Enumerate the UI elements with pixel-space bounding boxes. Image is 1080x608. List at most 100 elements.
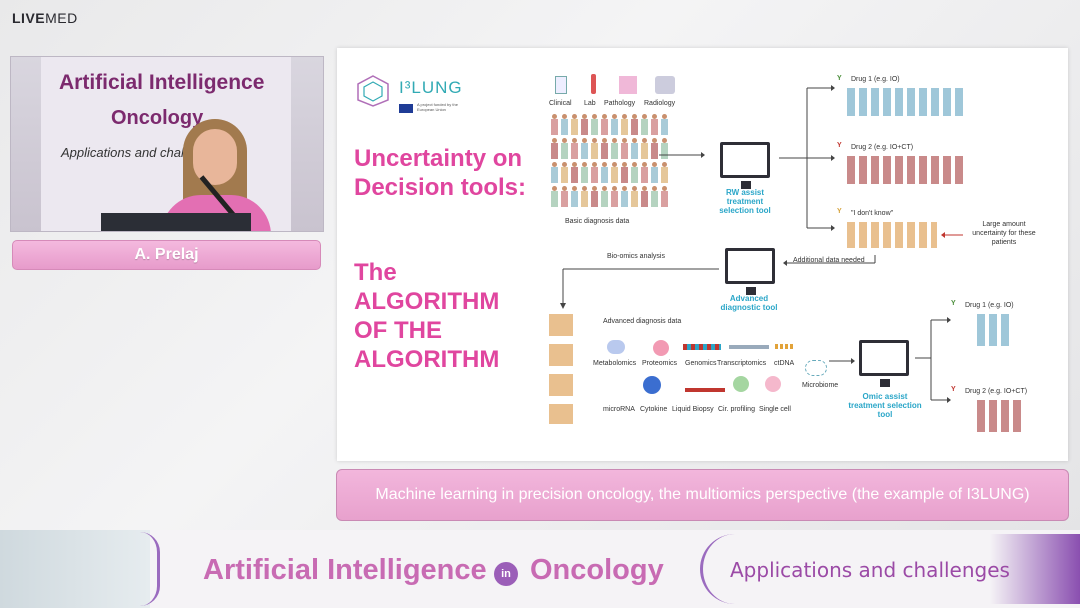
- advanced-data-label: Advanced diagnosis data: [603, 318, 682, 325]
- patient-head: [572, 138, 577, 143]
- omics-single-cell: Single cell: [759, 406, 791, 413]
- arrow-uncertainty: [941, 232, 963, 238]
- source-lab: Lab: [584, 100, 596, 107]
- patient-figure: [621, 143, 628, 159]
- omic-drug2-label: Drug 2 (e.g. IO+CT): [965, 388, 1028, 395]
- omic-tool-monitor-icon: [859, 340, 909, 387]
- patient-head: [552, 186, 557, 191]
- patient-head: [662, 114, 667, 119]
- patient-head: [622, 186, 627, 191]
- caption-text: Machine learning in precision oncology, …: [375, 486, 1030, 503]
- patient-head: [582, 162, 587, 167]
- omics-ctdna: ctDNA: [774, 360, 795, 367]
- patient-head: [592, 114, 597, 119]
- omics-genomics: Genomics: [685, 360, 717, 367]
- livemed-logo: LIVEMED: [12, 10, 78, 26]
- patient-figure: [661, 119, 668, 135]
- uncertainty-note: Large amount uncertainty for these patie…: [972, 221, 1036, 246]
- footer-banner: Artificial Intelligence in Oncology Appl…: [0, 530, 1080, 608]
- patient-head: [562, 186, 567, 191]
- speaker-video: Artificial Intelligence Oncology Applica…: [10, 56, 324, 232]
- patient-figure: [591, 191, 598, 207]
- footer-in-badge: in: [494, 562, 518, 586]
- pathology-icon: [619, 76, 637, 94]
- rw-tool-monitor-icon: [720, 142, 770, 189]
- dont-know-label: "I don't know": [851, 210, 894, 217]
- arrow-to-omic-tool: [829, 358, 855, 364]
- caption-bar: Machine learning in precision oncology, …: [336, 469, 1069, 521]
- patient-figure: [621, 191, 628, 207]
- patient-figure: [571, 191, 578, 207]
- banner-line2: Oncology: [111, 107, 204, 129]
- patient-figure: [571, 167, 578, 183]
- podium: [101, 213, 251, 231]
- presentation-slide: I³LUNG A project funded by the European …: [337, 48, 1068, 461]
- patient-figure: [641, 191, 648, 207]
- patients-advanced: [549, 314, 573, 424]
- patients-drug2: [847, 156, 967, 184]
- arrow-to-rw-tool: [659, 152, 705, 158]
- drug2-label: Drug 2 (e.g. IO+CT): [851, 144, 914, 151]
- slide-title-b: The ALGORITHM OF THE ALGORITHM: [354, 259, 500, 373]
- patient-head: [612, 162, 617, 167]
- clipboard-icon: [555, 76, 567, 94]
- patient-head: [572, 162, 577, 167]
- patient-figure: [551, 143, 558, 159]
- source-pathology: Pathology: [604, 100, 636, 107]
- patient-figure: [561, 119, 568, 135]
- patient-figure: [641, 119, 648, 135]
- patient-figure: [661, 191, 668, 207]
- patient-figure: [651, 119, 658, 135]
- patient-head: [632, 162, 637, 167]
- slide-title-a: Uncertainty on Decision tools:: [354, 145, 527, 201]
- speaker-name-bar: A. Prelaj: [12, 240, 321, 270]
- patient-head: [642, 138, 647, 143]
- patient-head: [612, 138, 617, 143]
- patient-head: [592, 186, 597, 191]
- patient-head: [562, 162, 567, 167]
- patient-figure: [571, 119, 578, 135]
- patient-head: [662, 162, 667, 167]
- feedback-arrows: [560, 255, 876, 309]
- patient-figure: [561, 167, 568, 183]
- patient-head: [632, 138, 637, 143]
- patient-figure: [611, 143, 618, 159]
- patient-head: [652, 162, 657, 167]
- banner-line1: Artificial Intelligence: [59, 71, 265, 94]
- patient-figure: [611, 191, 618, 207]
- branch-arrows-top: [779, 85, 835, 231]
- rw-tool-label: RW assist treatment selection tool: [719, 188, 771, 215]
- patient-figure: [651, 191, 658, 207]
- patient-figure: [631, 143, 638, 159]
- patient-head: [612, 186, 617, 191]
- i3lung-cube-icon: [357, 75, 389, 107]
- circulating-profile-icon: [733, 376, 749, 392]
- patient-head: [642, 186, 647, 191]
- patient-figure: [601, 119, 608, 135]
- patient-figure: [661, 167, 668, 183]
- microbiome-icon: [805, 360, 827, 376]
- footer-title-a: Artificial Intelligence: [203, 554, 487, 586]
- eu-funding-text: A project funded by the European Union: [417, 102, 458, 112]
- patient-head: [602, 162, 607, 167]
- omics-cir-profiling: Cir. profiling: [718, 406, 755, 413]
- patient-head: [592, 162, 597, 167]
- antibody-icon-4: Y: [951, 300, 956, 307]
- patient-figure: [601, 191, 608, 207]
- omics-liquid-biopsy: Liquid Biopsy: [672, 406, 714, 413]
- patient-figure: [611, 167, 618, 183]
- patient-head: [632, 114, 637, 119]
- patient-head: [602, 114, 607, 119]
- patient-figure: [591, 167, 598, 183]
- single-cell-icon: [765, 376, 781, 392]
- patient-figure: [591, 119, 598, 135]
- additional-data-label: Additional data needed: [793, 257, 865, 264]
- footer-subtitle: Applications and challenges: [730, 558, 1010, 582]
- dna-icon: [683, 344, 721, 350]
- omics-metabolomics: Metabolomics: [593, 360, 637, 367]
- patient-head: [602, 138, 607, 143]
- proteomics-icon: [653, 340, 669, 356]
- patient-head: [552, 162, 557, 167]
- metabolomics-icon: [607, 340, 625, 354]
- omics-microrna: microRNA: [603, 406, 635, 413]
